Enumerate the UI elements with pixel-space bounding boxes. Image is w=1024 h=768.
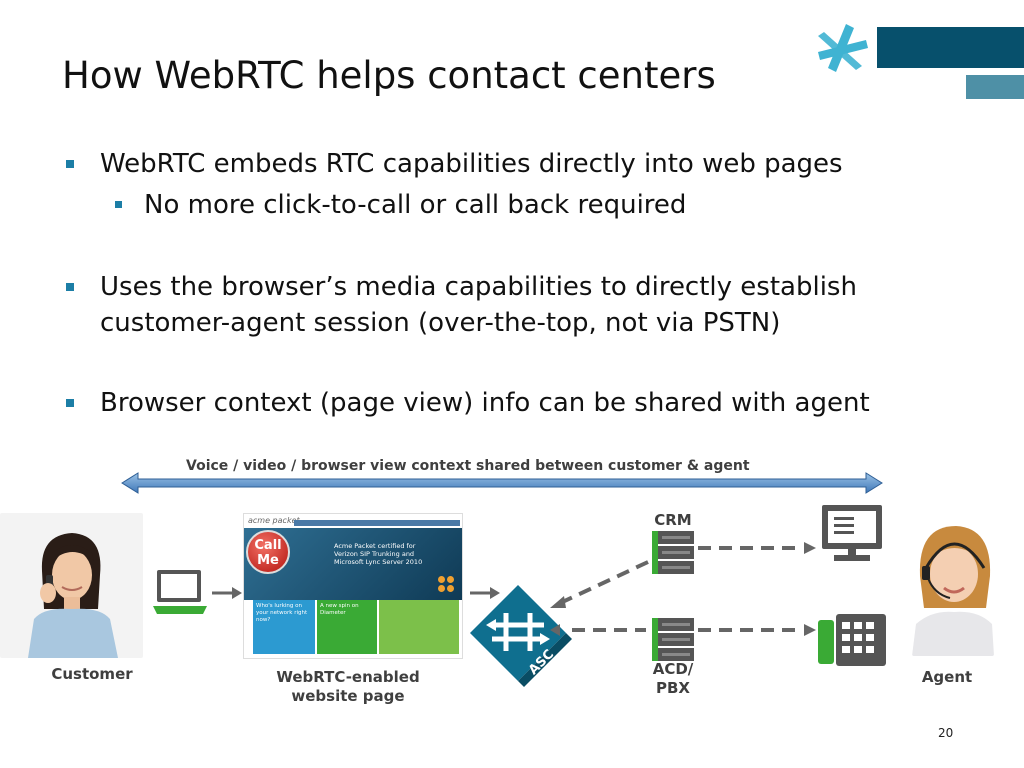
sub-bullet-1: No more click-to-call or call back requi… — [144, 190, 687, 220]
call-me-line2: Me — [257, 553, 279, 568]
website-label-line2: website page — [291, 687, 405, 705]
laptop-icon — [153, 570, 207, 614]
arrow-to-website — [212, 587, 242, 599]
page-number: 20 — [938, 726, 954, 740]
agent-desktop-icon — [822, 505, 882, 561]
header-accent-bar-small — [966, 75, 1024, 99]
website-panel-2: A new spin on Diameter — [317, 600, 377, 654]
acd-pbx-label: ACD/ PBX — [640, 660, 706, 698]
website-label: WebRTC-enabled website page — [255, 668, 441, 706]
bullet-2: Uses the browser’s media capabilities to… — [100, 272, 857, 338]
agent-label: Agent — [921, 668, 973, 686]
acd-label-line2: PBX — [656, 679, 690, 697]
agent-photo — [912, 516, 994, 656]
bullet-1: WebRTC embeds RTC capabilities directly … — [100, 149, 843, 179]
asc-diamond-icon: ASC — [470, 585, 572, 687]
crm-label: CRM — [654, 511, 692, 529]
website-panel-3 — [379, 600, 459, 654]
arrow-caption: Voice / video / browser view context sha… — [186, 458, 750, 474]
sub-bullet-marker — [115, 201, 122, 208]
customer-photo — [0, 513, 143, 658]
acd-pbx-server-icon — [652, 618, 694, 661]
website-panel-1: Who's lurking on your network right now? — [253, 600, 315, 654]
website-brand: acme packet — [248, 516, 300, 525]
bullet-3: Browser context (page view) info can be … — [100, 388, 870, 418]
slide-title: How WebRTC helps contact centers — [62, 54, 716, 97]
double-arrow — [121, 472, 883, 494]
bullet-marker — [66, 399, 74, 407]
call-me-button[interactable]: Call Me — [246, 530, 290, 574]
bullet-marker — [66, 160, 74, 168]
acd-label-line1: ACD/ — [652, 660, 694, 678]
website-headline: Acme Packet certified for Verizon SIP Tr… — [334, 542, 423, 566]
brand-star-logo — [818, 24, 868, 72]
customer-label: Customer — [51, 665, 133, 683]
crm-server-icon — [652, 531, 694, 574]
website-label-line1: WebRTC-enabled — [276, 668, 420, 686]
agent-phone-icon — [818, 614, 886, 666]
panel-2-title: A new spin on Diameter — [320, 603, 359, 616]
bullet-marker — [66, 283, 74, 291]
arrow-to-asc — [470, 587, 500, 599]
website-screenshot: acme packet Call Me Acme Packet certifie… — [243, 513, 463, 659]
dashed-connectors — [550, 542, 816, 636]
panel-1-title: Who's lurking on your network right now? — [256, 603, 308, 623]
website-dots — [438, 576, 456, 594]
call-me-line1: Call — [254, 538, 282, 553]
header-accent-bar — [877, 27, 1024, 68]
website-nav-bar — [294, 520, 460, 526]
